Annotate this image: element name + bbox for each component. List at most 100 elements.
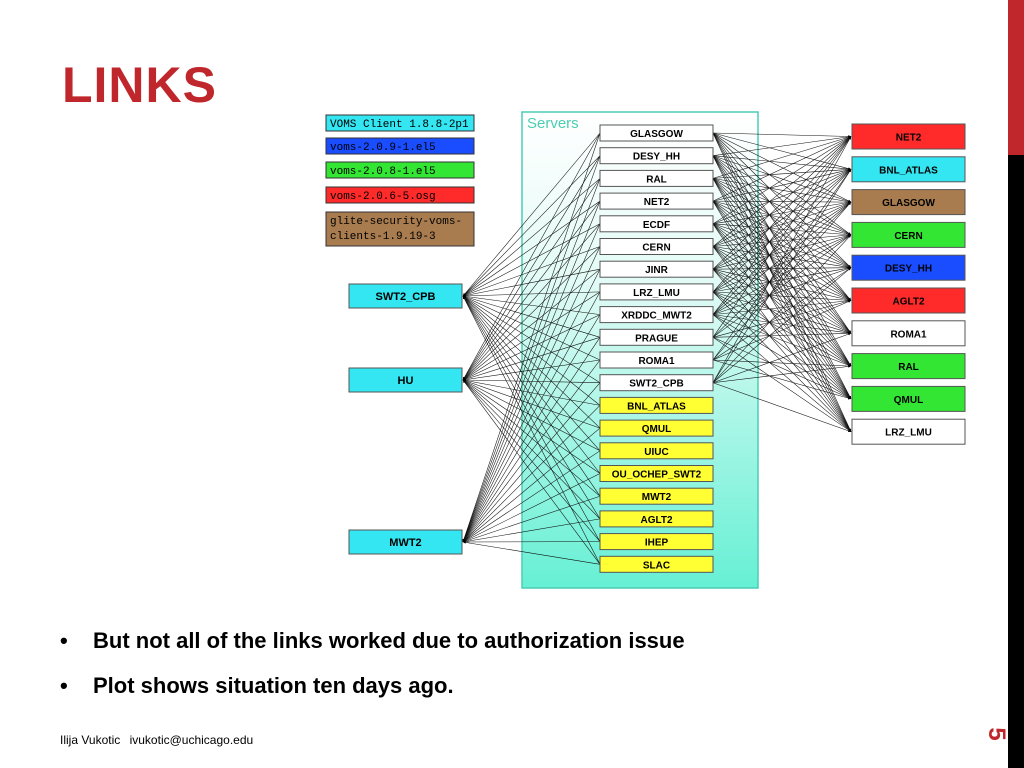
footer-author: Ilija Vukotic <box>60 733 121 747</box>
client-node-label: HU <box>398 375 414 387</box>
server-node-label: UIUC <box>644 447 668 458</box>
link-edge <box>712 223 852 367</box>
bullet-item: •Plot shows situation ten days ago. <box>60 671 685 716</box>
link-edge <box>462 295 601 542</box>
client-node-box <box>348 529 463 555</box>
link-edge <box>462 295 601 429</box>
server-node-box <box>599 328 714 346</box>
client-node-box <box>348 367 463 393</box>
link-edge <box>712 314 852 367</box>
link-edge <box>712 168 852 202</box>
link-edge <box>712 178 852 301</box>
link-edge <box>462 337 601 381</box>
accent-bar-red <box>1008 0 1024 155</box>
link-edge <box>712 234 852 293</box>
link-edge <box>462 295 601 520</box>
link-edge <box>712 201 852 338</box>
server-node-box <box>599 487 714 505</box>
link-edge <box>712 135 852 156</box>
server-node-label: BNL_ATLAS <box>627 401 686 412</box>
link-edge <box>712 223 852 301</box>
destination-node-label: RAL <box>898 362 919 373</box>
server-node: BNL_ATLAS <box>599 396 714 414</box>
link-edge <box>712 169 852 361</box>
link-edge <box>712 178 852 367</box>
link-edge <box>712 291 852 400</box>
link-edge <box>712 155 852 268</box>
server-node: CERN <box>599 238 714 255</box>
legend-swatch <box>325 186 475 204</box>
link-edge <box>712 178 852 268</box>
link-edge <box>712 169 852 383</box>
link-edge <box>712 268 852 302</box>
destination-node-label: GLASGOW <box>882 198 935 209</box>
link-edge <box>712 299 852 315</box>
destination-node: ROMA1 <box>851 320 966 347</box>
link-edge <box>712 359 852 400</box>
server-node-label: NET2 <box>644 197 670 208</box>
legend-swatch <box>325 114 475 132</box>
server-node-box <box>599 419 714 437</box>
link-edge <box>712 201 852 315</box>
destination-node-label: NET2 <box>896 133 922 144</box>
link-edge <box>462 178 601 381</box>
link-edge <box>712 168 852 179</box>
link-edge <box>712 132 852 367</box>
destination-node-box <box>851 189 966 216</box>
legend-label: voms-2.0.6-5.osg <box>330 191 436 203</box>
link-edge <box>462 379 601 542</box>
link-edge <box>462 427 601 543</box>
server-node-label: AGLT2 <box>640 515 672 526</box>
server-node-box <box>599 192 714 210</box>
slide-number: 5 <box>983 727 1010 741</box>
link-edge <box>712 201 852 293</box>
link-edge <box>712 291 852 334</box>
link-edge <box>462 295 601 474</box>
server-node-box <box>599 465 714 482</box>
server-node-label: ECDF <box>643 220 670 231</box>
link-edge <box>712 169 852 270</box>
legend-item: voms-2.0.8-1.el5 <box>325 161 475 179</box>
link-edge <box>712 332 852 383</box>
link-edge <box>712 135 852 179</box>
link-edge <box>462 246 601 381</box>
legend-item: voms-2.0.9-1.el5 <box>325 137 475 155</box>
destination-node: QMUL <box>851 385 966 412</box>
link-edge <box>712 155 852 432</box>
link-edge <box>712 246 852 301</box>
link-edge <box>712 291 852 432</box>
link-edge <box>712 246 852 269</box>
server-node-box <box>599 306 714 324</box>
server-node: SLAC <box>599 555 714 573</box>
link-edge <box>712 132 852 432</box>
slide-title: LINKS <box>62 57 217 113</box>
server-node-label: LRZ_LMU <box>633 288 680 299</box>
link-edge <box>712 178 852 400</box>
client-node-label: SWT2_CPB <box>376 291 436 303</box>
destination-node-label: QMUL <box>894 395 923 406</box>
link-edge <box>462 295 601 315</box>
link-edge <box>712 155 852 400</box>
legend-swatch <box>325 137 475 155</box>
server-node-box <box>599 351 714 369</box>
link-edge <box>462 178 601 543</box>
link-edge <box>462 379 601 565</box>
destination-node-box <box>851 123 966 150</box>
link-edge <box>462 200 601 543</box>
servers-panel <box>521 111 759 589</box>
server-node-box <box>599 374 714 392</box>
legend-label: VOMS Client 1.8.8-2p1 <box>330 119 469 131</box>
server-node: XRDDC_MWT2 <box>599 306 714 324</box>
link-edge <box>712 314 852 335</box>
link-edge <box>712 200 852 236</box>
server-node: MWT2 <box>599 487 714 505</box>
client-node-box <box>348 283 463 309</box>
link-edge <box>712 136 852 383</box>
link-edge <box>462 314 601 543</box>
server-node-label: DESY_HH <box>633 152 680 163</box>
link-edge <box>462 268 601 297</box>
server-node-label: JINR <box>645 265 669 276</box>
link-edge <box>712 200 852 432</box>
server-node-box <box>599 555 714 573</box>
server-node-label: SLAC <box>643 560 670 571</box>
